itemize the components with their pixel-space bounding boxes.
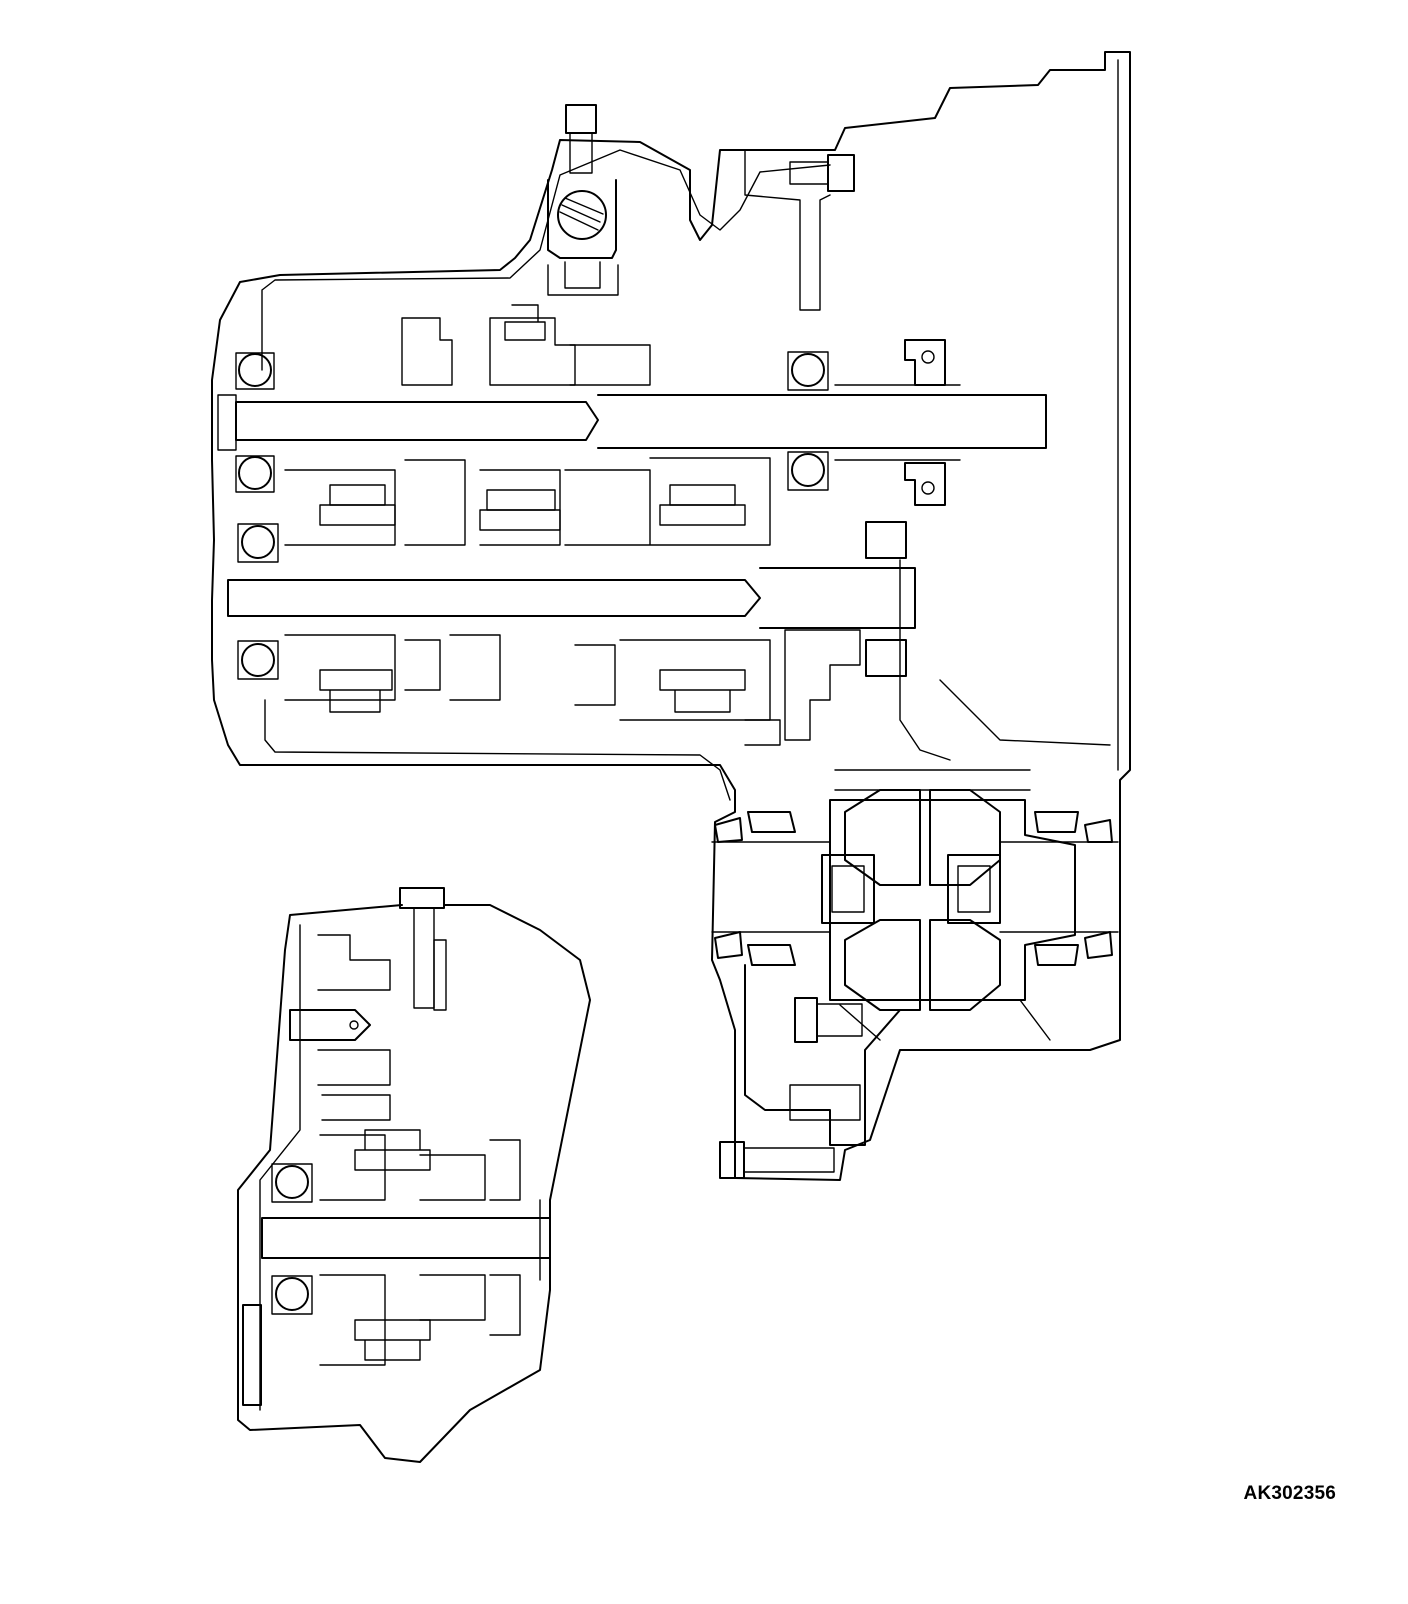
transfer-bearing-upper	[275, 1165, 309, 1199]
pinion-gear-upper	[844, 789, 921, 886]
input-bearing-right-upper	[791, 353, 825, 387]
output-synchro-lower	[319, 669, 746, 713]
transfer-bolt-head	[399, 887, 445, 909]
output-roller-bearing-upper	[865, 521, 907, 559]
input-synchro-upper	[504, 304, 546, 341]
diff-drain-bolt-head	[794, 997, 818, 1043]
top-bolt-head	[565, 104, 597, 134]
input-gear-1-upper	[401, 317, 453, 386]
diff-drain-bolt-shank	[816, 1003, 863, 1037]
input-gear-lower-row	[284, 457, 771, 546]
main-housing-inner-wall	[261, 59, 1119, 801]
diff-bearing-left-lower	[747, 944, 796, 966]
diff-bearing-left-upper	[747, 811, 796, 833]
transfer-bolt-collar	[433, 939, 447, 1011]
input-bearing-right-lower-race	[787, 451, 829, 491]
transfer-bearing-lower	[275, 1277, 309, 1311]
transfer-main-shaft	[261, 1217, 551, 1259]
diff-seal-right-upper	[1084, 819, 1113, 843]
input-gear-2-upper	[489, 317, 576, 386]
input-bearing-right-upper-race	[787, 351, 829, 391]
output-bearing-left-upper-race	[237, 523, 279, 563]
input-bearing-right-lower	[791, 453, 825, 487]
lower-right-bolt-head	[719, 1141, 745, 1179]
lower-right-bolt-shank	[743, 1147, 835, 1173]
upper-right-bolt-head	[827, 154, 855, 192]
input-bearing-left-lower-race	[235, 455, 275, 493]
input-bearing-left-upper	[238, 353, 272, 387]
diff-housing-lower	[744, 964, 901, 1146]
transfer-stub-shaft	[289, 1009, 371, 1041]
side-gear-left-inner	[831, 865, 865, 913]
transfer-bearing-lower-race	[271, 1275, 313, 1315]
diff-bearing-right-lower	[1034, 944, 1079, 966]
input-gear-3-upper	[569, 344, 651, 386]
pinion-gear-lower-right	[929, 919, 1001, 1011]
diff-bearing-right-upper	[1034, 811, 1079, 833]
input-seal-lower	[904, 462, 946, 506]
side-gear-right	[947, 854, 1001, 924]
input-shaft-extension	[597, 394, 1047, 449]
input-seal-bore	[834, 384, 961, 461]
diff-lower-rib	[789, 1084, 861, 1121]
upper-right-bolt-shank	[789, 161, 829, 185]
input-bearing-left-upper-race	[235, 352, 275, 390]
transfer-end-cover	[242, 1304, 262, 1406]
transfer-synchro-lower	[354, 1319, 431, 1361]
transfer-stub-dot	[349, 1020, 359, 1030]
shift-detent-plug	[557, 190, 607, 240]
output-final-gear	[744, 629, 861, 746]
output-bearing-left-lower-race	[237, 640, 279, 680]
output-roller-bearing-lower	[865, 639, 907, 677]
transfer-gears-upper	[319, 1134, 521, 1201]
transfer-bolt-shank	[413, 907, 435, 1009]
transfer-top-gears	[317, 934, 391, 1121]
input-synchro-sleeves	[319, 504, 746, 531]
transfer-case-outline	[237, 904, 591, 1463]
input-shaft-end-cap	[217, 394, 237, 451]
pinion-gear-lower	[844, 919, 921, 1011]
output-bearing-left-upper	[241, 525, 275, 559]
diff-axle-bore	[711, 841, 1119, 933]
side-gear-left	[821, 854, 875, 924]
transfer-case-inner	[259, 924, 541, 1411]
detent-housing	[547, 179, 617, 259]
detent-ball-seat	[547, 261, 619, 296]
output-bearing-left-lower	[241, 643, 275, 677]
diff-seal-right-lower	[1084, 931, 1113, 959]
input-bearing-left-lower	[238, 456, 272, 490]
input-synchro-hubs	[329, 484, 736, 511]
side-gear-right-inner	[957, 865, 991, 913]
input-seal-upper-spring	[921, 350, 935, 364]
main-housing-outline	[211, 51, 1131, 1181]
figure-id-label: AK302356	[1243, 1483, 1336, 1504]
differential-case	[829, 799, 1076, 1001]
output-shaft-extension	[759, 567, 916, 629]
transfer-synchro-upper	[354, 1129, 431, 1171]
top-bolt-shank	[569, 132, 593, 174]
output-shaft	[227, 579, 761, 617]
diff-seal-left-upper	[714, 817, 743, 843]
shift-detent-slots	[559, 197, 604, 231]
transfer-bearing-upper-race	[271, 1163, 313, 1203]
bellhousing-edge	[899, 559, 1111, 761]
upper-right-rib	[744, 149, 831, 311]
input-shaft	[235, 401, 599, 441]
output-gear-row-lower	[284, 634, 771, 721]
diff-seal-left-lower	[714, 931, 743, 959]
input-seal-lower-spring	[921, 481, 935, 495]
